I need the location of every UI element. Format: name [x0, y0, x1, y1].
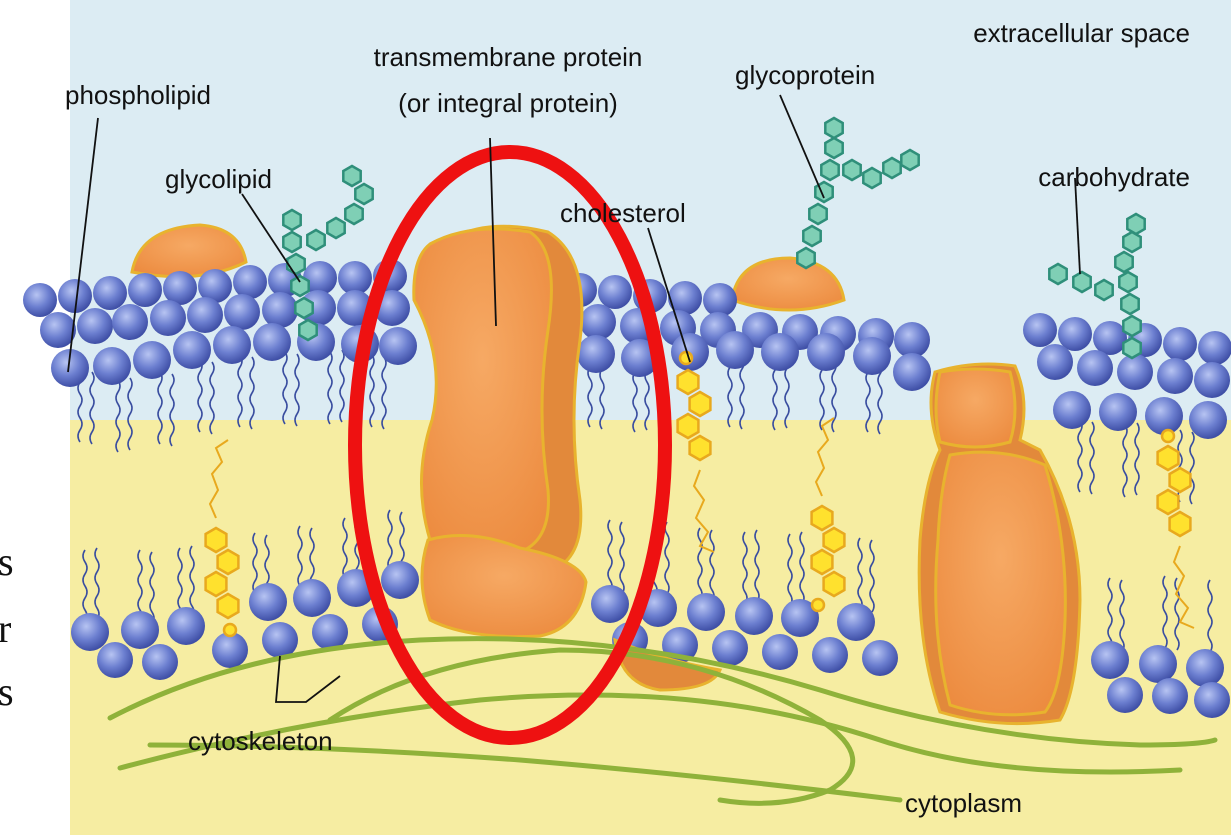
- label-phospholipid: phospholipid: [65, 80, 211, 110]
- transmembrane-protein: [414, 226, 586, 636]
- label-integral-protein: (or integral protein): [398, 88, 618, 118]
- label-cholesterol: cholesterol: [560, 198, 686, 228]
- label-glycoprotein: glycoprotein: [735, 60, 875, 90]
- label-carbohydrate: carbohydrate: [1038, 162, 1190, 192]
- label-glycolipid: glycolipid: [165, 164, 272, 194]
- edge-text-1: s: [0, 539, 14, 584]
- edge-text-2: r: [0, 606, 11, 651]
- label-transmembrane-protein: transmembrane protein: [374, 42, 643, 72]
- label-cytoskeleton: cytoskeleton: [188, 726, 333, 756]
- edge-text-3: s: [0, 669, 14, 714]
- label-extracellular-space: extracellular space: [973, 18, 1190, 48]
- label-cytoplasm: cytoplasm: [905, 788, 1022, 818]
